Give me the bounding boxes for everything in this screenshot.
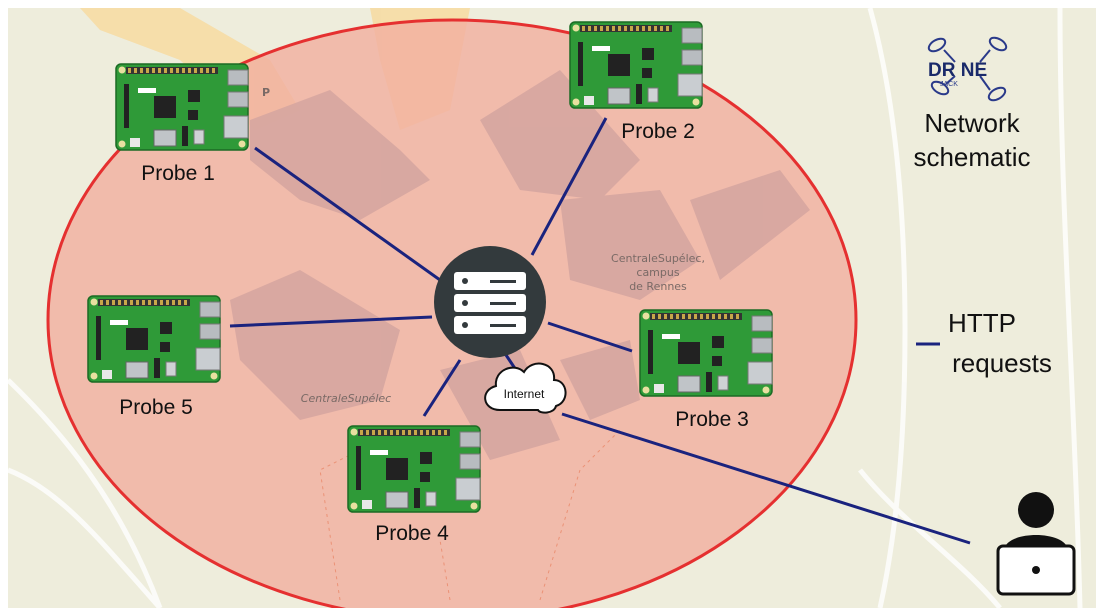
probe-3-label: Probe 3 xyxy=(675,408,749,431)
link-probe-2 xyxy=(530,117,608,256)
probe-1-board xyxy=(115,63,249,151)
probe-2-label: Probe 2 xyxy=(621,120,695,143)
probe-4-board xyxy=(347,425,481,513)
link-probe-3 xyxy=(547,321,633,353)
link-probe-5 xyxy=(229,315,433,328)
map-label-centralesupelec: CentraleSupélec xyxy=(301,392,391,405)
internet-label: Internet xyxy=(504,387,545,401)
link-probe-1 xyxy=(254,146,441,282)
campus-buildings xyxy=(230,70,810,460)
parking-icon: P xyxy=(262,86,270,99)
logo-text: DR NE xyxy=(928,60,987,81)
probe-2-board xyxy=(569,21,703,109)
legend-line-1: HTTP xyxy=(948,308,1016,338)
link-user xyxy=(561,412,971,545)
title-line-1: Network xyxy=(924,108,1020,138)
map-label-campus-line2: campus xyxy=(636,266,679,279)
link-probe-4 xyxy=(422,359,462,417)
title-line-2: schematic xyxy=(913,142,1030,172)
http-links xyxy=(229,117,971,545)
legend-line-2: requests xyxy=(952,348,1052,378)
cloud-icon xyxy=(484,362,567,414)
user-icon xyxy=(996,492,1076,596)
probe-5-label: Probe 5 xyxy=(119,396,193,419)
map-label-campus-line3: de Rennes xyxy=(629,280,687,293)
probe-5-board xyxy=(87,295,221,383)
drone-jack-logo: DR NE JACK xyxy=(927,36,1008,102)
probe-4-label: Probe 4 xyxy=(375,522,449,545)
probe-3-board xyxy=(639,309,773,397)
map-label-campus-line1: CentraleSupélec, xyxy=(611,252,705,265)
server-icon xyxy=(434,246,546,358)
logo-subtext: JACK xyxy=(940,81,958,88)
probe-1-label: Probe 1 xyxy=(141,162,215,185)
